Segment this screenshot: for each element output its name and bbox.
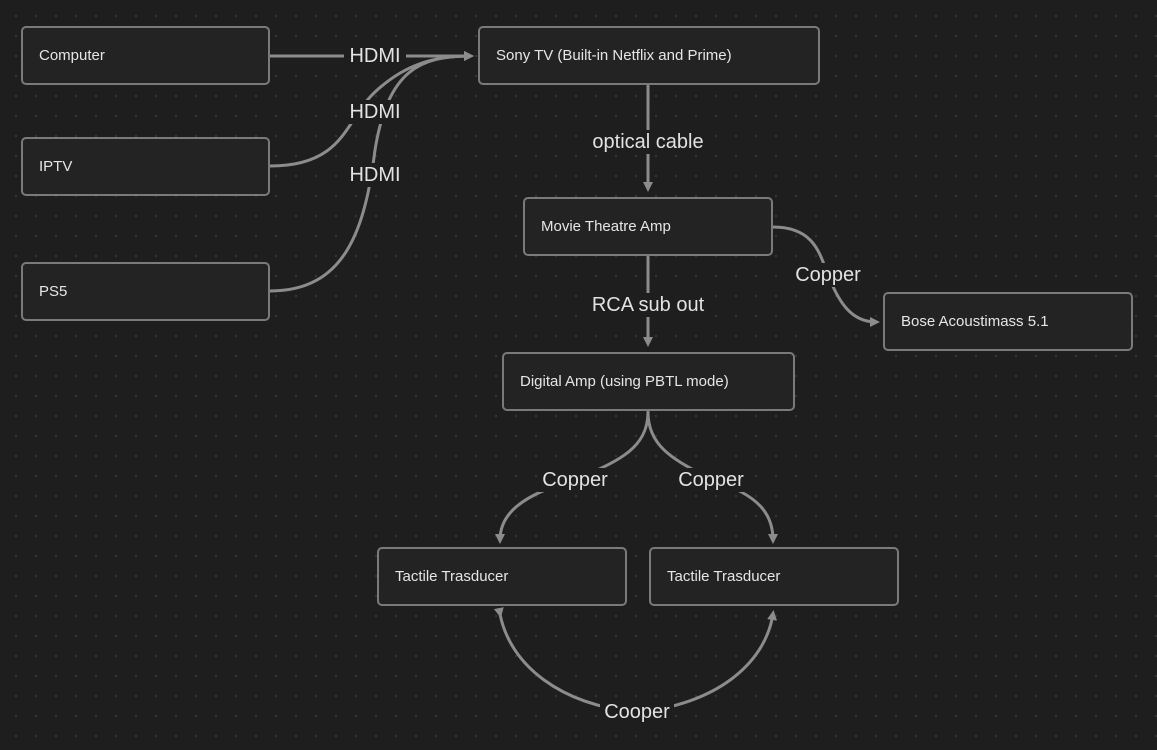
node-computer[interactable]: Computer [21,26,270,85]
node-sony-tv[interactable]: Sony TV (Built-in Netflix and Prime) [478,26,820,85]
edge-label-tactile-link: Cooper [604,701,670,723]
node-bose-acoustimass-label: Bose Acoustimass 5.1 [901,313,1049,330]
node-computer-label: Computer [39,47,105,64]
node-movie-theatre-amp[interactable]: Movie Theatre Amp [523,197,773,256]
edge-label-iptv-tv: HDMI [349,101,400,123]
edge-label-digital-left: Copper [542,469,608,491]
node-tactile-transducer-right-label: Tactile Trasducer [667,568,781,585]
edge-tactile-link[interactable] [493,607,778,714]
edge-label-digital-right: Copper [678,469,744,491]
node-tactile-transducer-left[interactable]: Tactile Trasducer [377,547,627,606]
edge-label-ps5-tv: HDMI [349,164,400,186]
edge-label-tv-amp: optical cable [592,131,703,153]
node-digital-amp-label: Digital Amp (using PBTL mode) [520,373,729,390]
edge-label-amp-bose: Copper [795,264,861,286]
node-ps5[interactable]: PS5 [21,262,270,321]
node-digital-amp[interactable]: Digital Amp (using PBTL mode) [502,352,795,411]
node-tactile-transducer-right[interactable]: Tactile Trasducer [649,547,899,606]
node-movie-theatre-amp-label: Movie Theatre Amp [541,218,671,235]
node-ps5-label: PS5 [39,283,68,300]
node-tactile-transducer-left-label: Tactile Trasducer [395,568,509,585]
edge-label-computer-tv: HDMI [349,45,400,67]
node-bose-acoustimass[interactable]: Bose Acoustimass 5.1 [883,292,1133,351]
node-iptv-label: IPTV [39,158,73,175]
node-iptv[interactable]: IPTV [21,137,270,196]
edge-label-amp-digital: RCA sub out [592,294,705,316]
edge-ps5-tv[interactable] [268,51,474,293]
node-sony-tv-label: Sony TV (Built-in Netflix and Prime) [496,47,732,64]
